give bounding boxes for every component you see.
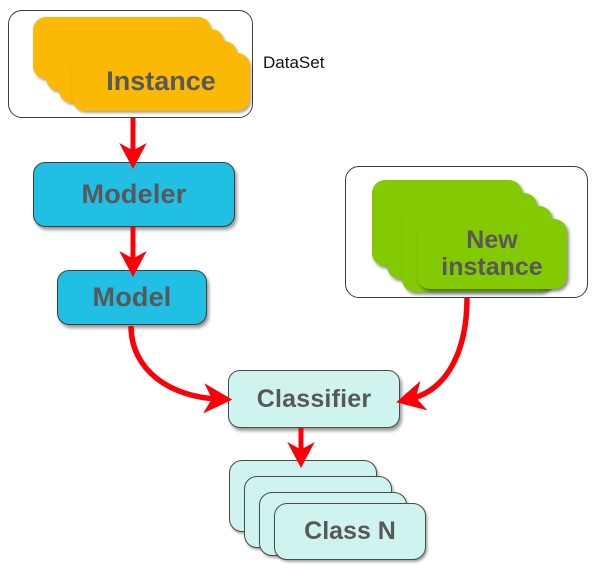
classifier-box[interactable]: Classifier: [228, 370, 400, 428]
new-instance-label-line1: New: [466, 225, 518, 254]
instance-label: Instance: [106, 66, 216, 97]
class-n-label: Class N: [304, 516, 396, 545]
arrow-new-instance-to-classifier: [396, 297, 470, 411]
class-card-4: [274, 503, 426, 560]
model-box[interactable]: Model: [57, 270, 207, 325]
new-instance-label-line2: instance: [441, 253, 543, 281]
modeler-box[interactable]: Modeler: [33, 162, 235, 227]
dataset-label: DataSet: [263, 53, 325, 72]
arrow-model-to-classifier: [128, 325, 233, 414]
instance-card-4: [72, 53, 250, 111]
new-instance-label: New instance: [417, 219, 567, 289]
new-instance-card-4: [417, 219, 567, 289]
